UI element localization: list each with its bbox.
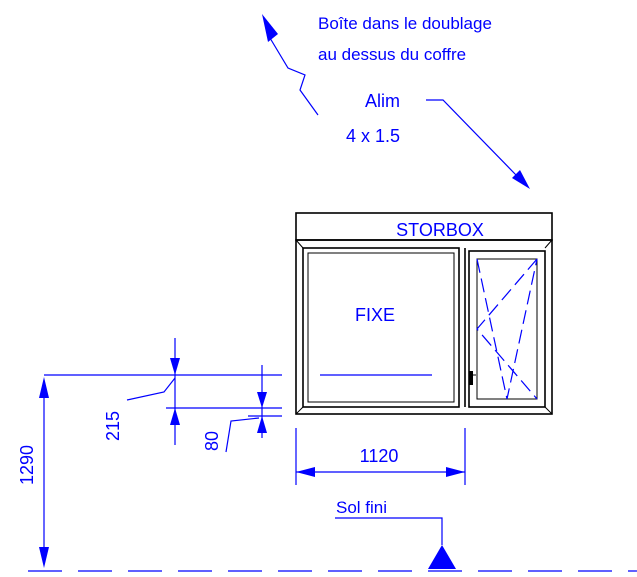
dimension-left-offset: 215 xyxy=(103,338,282,445)
frame-corner-tl xyxy=(295,239,304,249)
tilt-indication xyxy=(476,258,538,400)
finished-floor: Sol fini xyxy=(28,498,637,572)
finished-floor-label: Sol fini xyxy=(336,498,387,517)
junction-box-text-line2: au dessus du coffre xyxy=(318,45,466,64)
dimension-right-offset: 80 xyxy=(202,365,282,453)
power-leader xyxy=(426,99,518,177)
turn-indication xyxy=(476,258,538,400)
width-arrow-left xyxy=(296,467,315,477)
offset-215-arrow-bottom xyxy=(170,408,180,425)
power-callout: Alim 4 x 1.5 xyxy=(346,91,530,189)
junction-box-text-line1: Boîte dans le doublage xyxy=(318,14,492,33)
frame-corner-bl xyxy=(295,406,304,415)
window-frame: STORBOX FIXE xyxy=(295,212,553,415)
offset-215-arrow-top xyxy=(170,358,180,375)
sash-frame xyxy=(468,250,546,408)
shutter-box-label: STORBOX xyxy=(396,220,484,240)
floor-level-marker-icon xyxy=(428,545,456,569)
sash-glass xyxy=(476,258,538,400)
junction-box-arrowhead xyxy=(262,14,278,42)
power-spec: 4 x 1.5 xyxy=(346,126,400,146)
offset-80-leader xyxy=(225,417,260,453)
fixed-pane-frame xyxy=(302,247,460,408)
handle-icon xyxy=(469,371,473,385)
sill-height-value: 1290 xyxy=(17,445,37,485)
offset-215-value: 215 xyxy=(103,411,123,441)
width-arrow-right xyxy=(446,467,465,477)
offset-80-value: 80 xyxy=(202,431,222,451)
dimension-fixed-width: 1120 xyxy=(295,428,466,485)
power-arrowhead xyxy=(512,170,530,189)
frame-corner-br xyxy=(544,406,553,415)
offset-80-arrow-top xyxy=(257,392,267,408)
fixed-pane-label: FIXE xyxy=(355,305,395,325)
frame-corner-tr xyxy=(544,239,553,249)
dimension-sill-height: 1290 xyxy=(17,374,282,568)
power-label: Alim xyxy=(365,91,400,111)
window-outer-frame xyxy=(295,239,553,415)
fixed-pane-glass xyxy=(307,252,455,403)
sill-arrow-top xyxy=(39,377,49,398)
floor-leader xyxy=(335,517,443,545)
fixed-width-value: 1120 xyxy=(360,446,399,466)
sill-arrow-bottom xyxy=(39,547,49,568)
offset-80-arrow-bottom xyxy=(257,416,267,433)
junction-box-leader xyxy=(269,37,319,116)
junction-box-callout: Boîte dans le doublage au dessus du coff… xyxy=(262,14,492,116)
offset-215-leader xyxy=(126,377,176,401)
